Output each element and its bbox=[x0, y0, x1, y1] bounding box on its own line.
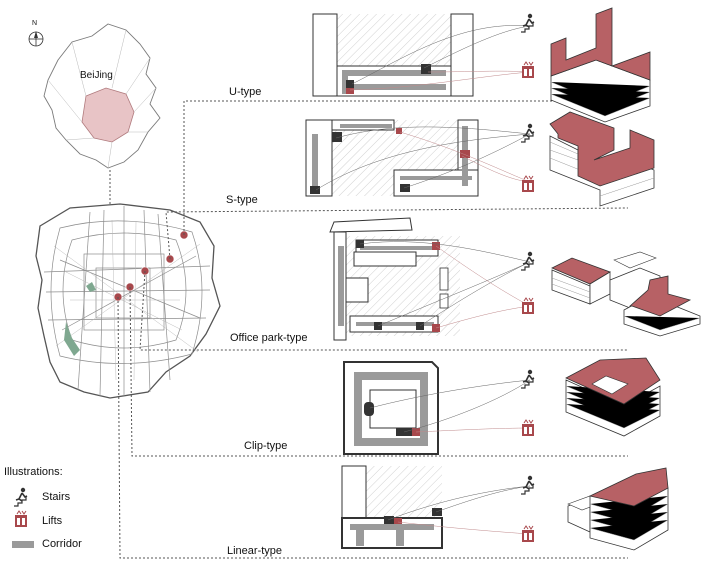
clip-type-label: Clip-type bbox=[244, 440, 288, 452]
clip-type-plan bbox=[343, 361, 439, 455]
linear-type-3d bbox=[567, 467, 669, 551]
u-type-label: U-type bbox=[229, 86, 262, 98]
lift-icon bbox=[522, 525, 534, 542]
north-arrow-icon bbox=[28, 31, 44, 47]
beijing-outline-map bbox=[43, 23, 161, 169]
office-park-plan bbox=[329, 217, 460, 341]
city-road-map bbox=[35, 203, 221, 399]
linear-type-plan bbox=[341, 465, 443, 549]
lift-icon bbox=[522, 297, 534, 314]
linear-type-label: Linear-type bbox=[227, 545, 283, 557]
lift-icon bbox=[522, 175, 534, 192]
u-type-3d bbox=[550, 7, 651, 123]
legend-lift-icon bbox=[15, 510, 27, 527]
u-type-plan bbox=[312, 13, 474, 97]
stairs-icon bbox=[521, 369, 535, 389]
legend-lifts-label: Lifts bbox=[42, 515, 63, 527]
legend-corridor-swatch bbox=[12, 541, 34, 548]
city-label: BeiJing bbox=[80, 70, 113, 81]
north-label: N bbox=[32, 20, 38, 27]
green-area bbox=[64, 322, 80, 356]
clip-type-3d bbox=[565, 357, 661, 437]
s-type-label: S-type bbox=[226, 194, 258, 206]
connector-lines bbox=[117, 100, 629, 559]
stairs-icon bbox=[521, 251, 535, 271]
office-park-type-label: Office park-type bbox=[230, 332, 308, 344]
legend-corridor-label: Corridor bbox=[42, 538, 82, 550]
s-type-plan bbox=[305, 119, 479, 197]
stairs-icon bbox=[521, 475, 535, 495]
s-type-3d bbox=[549, 111, 655, 207]
lift-icon bbox=[522, 61, 534, 78]
legend-stairs-icon bbox=[14, 487, 28, 507]
lift-icon bbox=[522, 419, 534, 436]
stairs-icon bbox=[521, 123, 535, 143]
legend-stairs-label: Stairs bbox=[42, 491, 71, 503]
stairs-icon bbox=[521, 13, 535, 33]
legend-title: Illustrations: bbox=[4, 466, 63, 478]
office-park-3d bbox=[551, 251, 701, 337]
